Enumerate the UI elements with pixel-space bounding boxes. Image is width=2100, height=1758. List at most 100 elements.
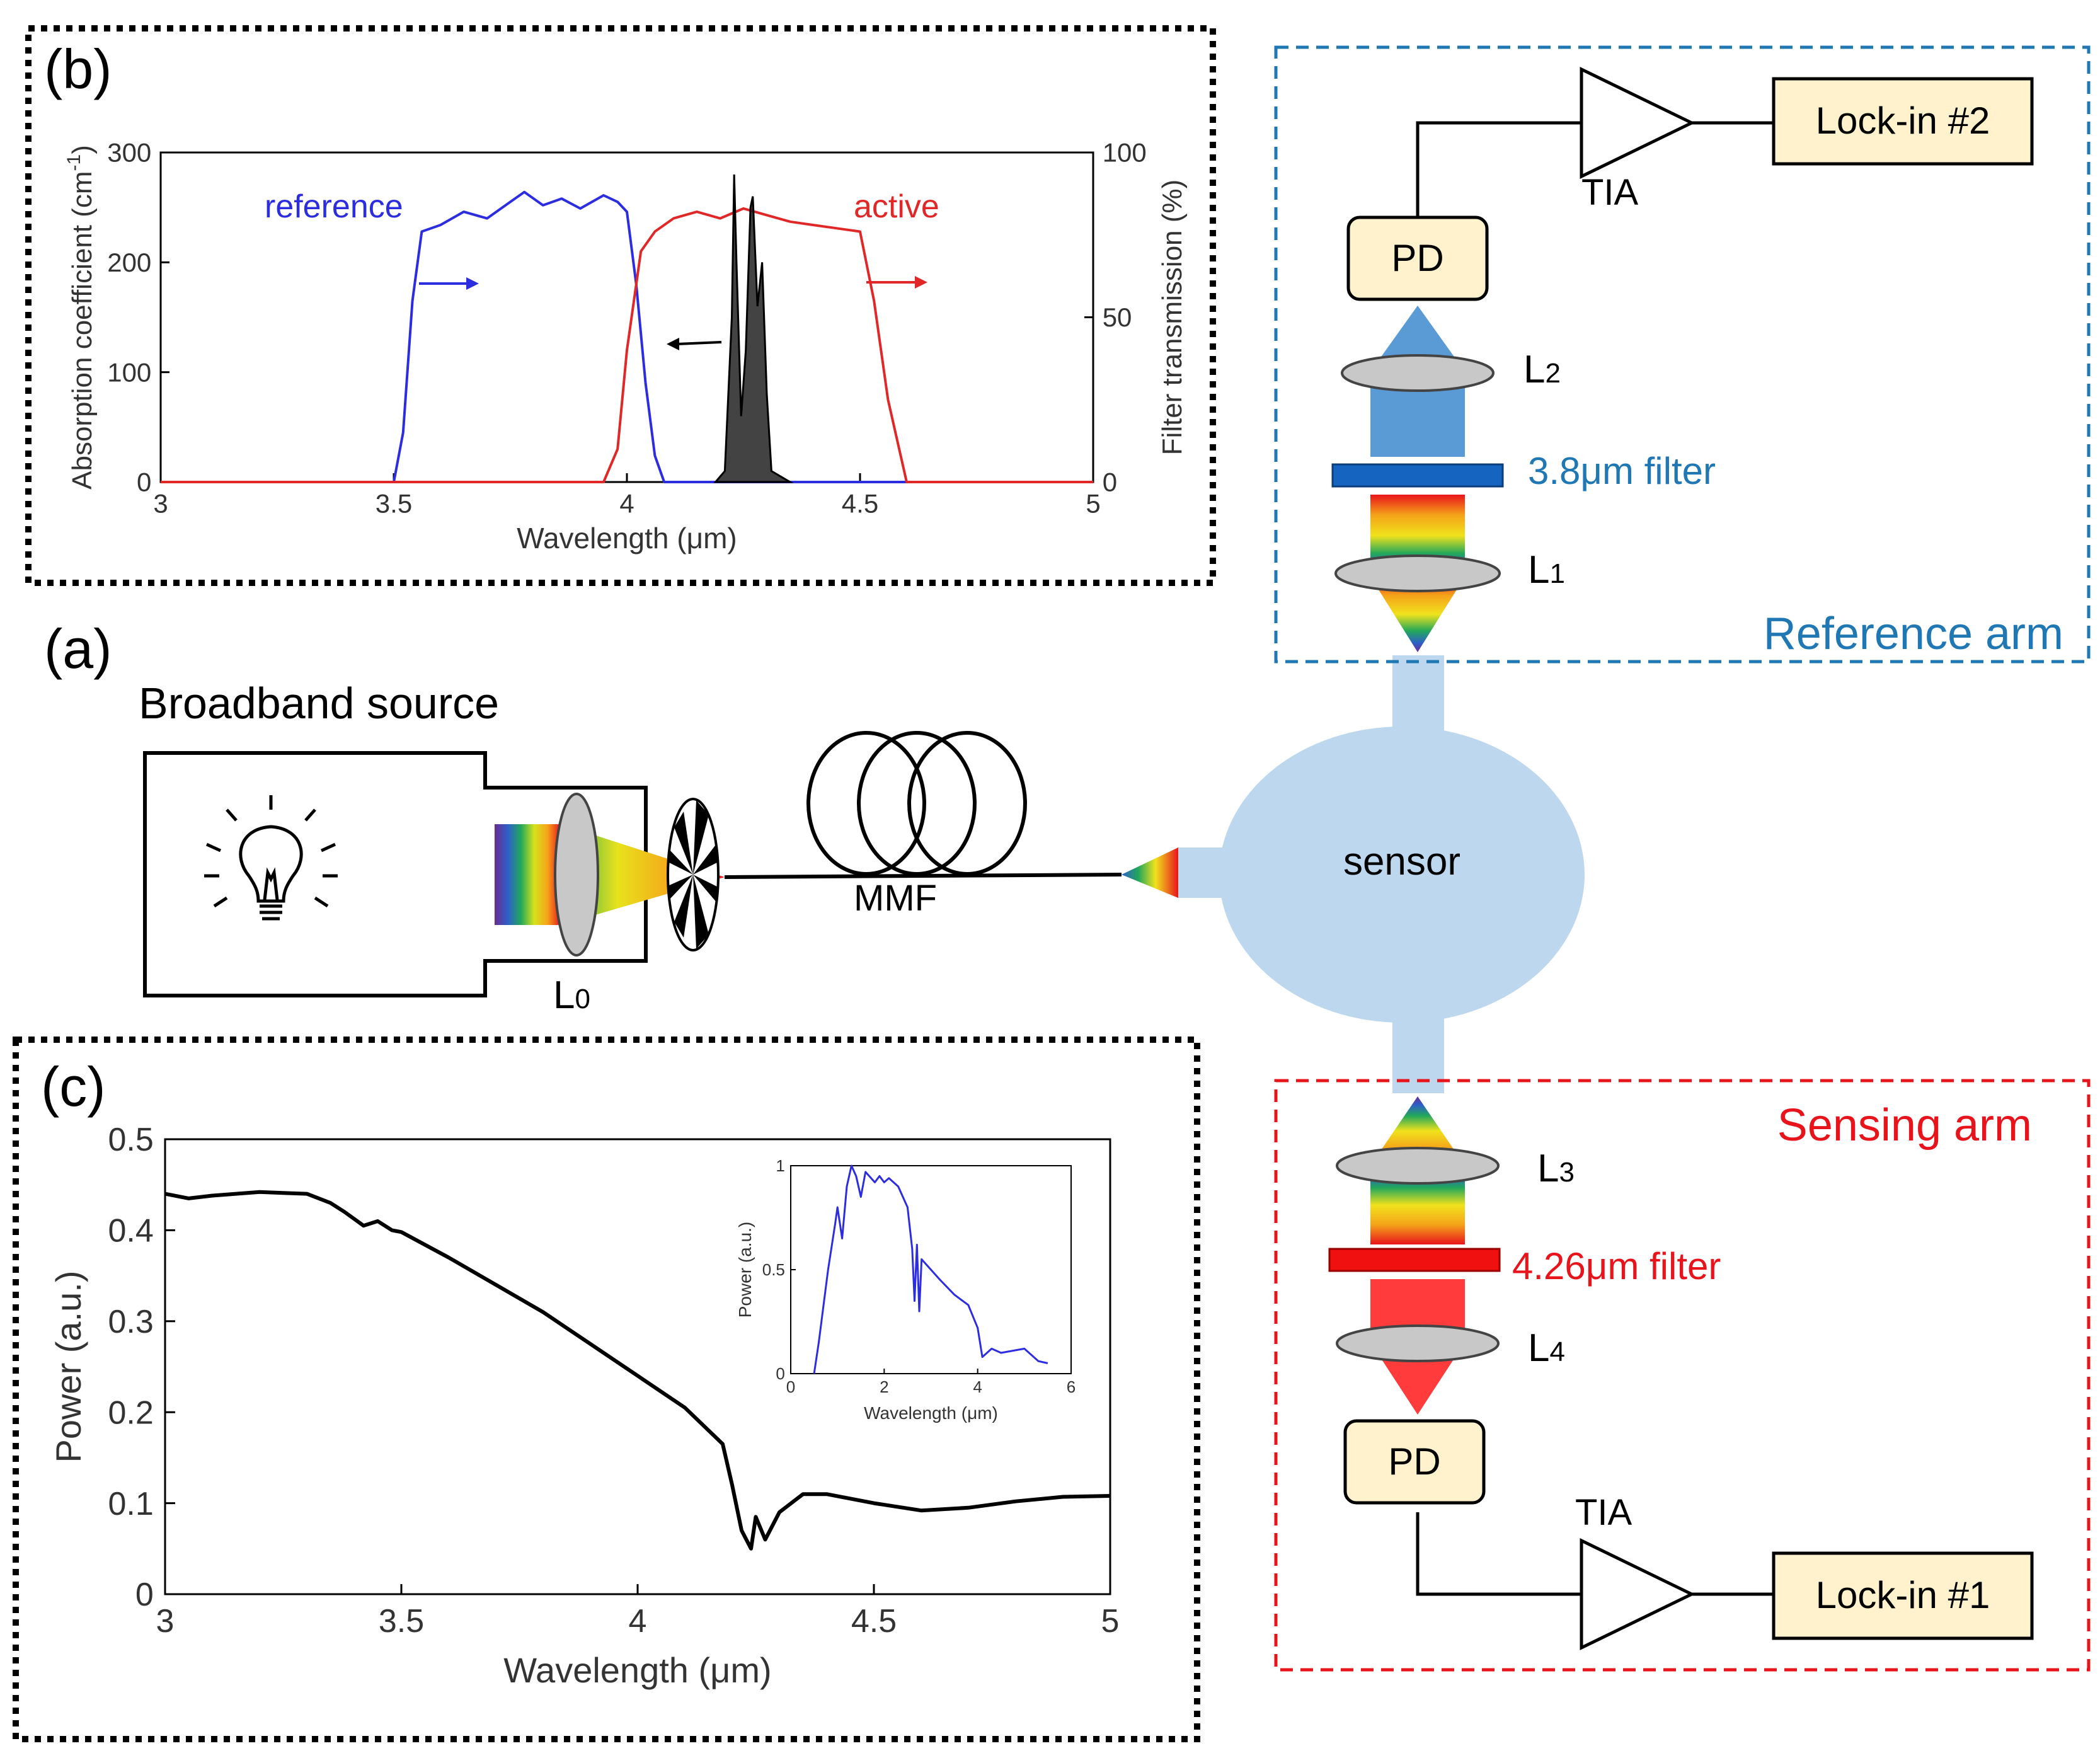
sense-filter-label: 4.26μm filter	[1512, 1245, 1721, 1287]
chart-c-ytick-label: 0.5	[108, 1122, 154, 1158]
chart-c-xlabel: Wavelength (μm)	[503, 1650, 771, 1690]
inset-ytick-label: 0	[776, 1364, 784, 1383]
chart-c-ytick-label: 0.4	[108, 1213, 154, 1250]
panel-b-label: (b)	[44, 38, 112, 100]
chopper-wheel-icon	[667, 798, 720, 951]
chart-b-series-absorption	[713, 174, 794, 483]
inset-xtick-label: 2	[880, 1377, 888, 1396]
chart-c-xtick-label: 3.5	[379, 1603, 424, 1640]
multimode-fiber	[724, 731, 1122, 879]
sensor-label: sensor	[1343, 840, 1460, 883]
fiber-label: MMF	[854, 878, 937, 919]
chart-c-ylabel: Power (a.u.)	[49, 1271, 88, 1463]
sensor-body	[1219, 727, 1585, 1023]
broadband-source-title: Broadband source	[139, 679, 499, 728]
chart-b-ytick-label: 300	[107, 138, 151, 168]
lens-l1	[1334, 554, 1501, 592]
tia-sense-amplifier	[1580, 1538, 1695, 1650]
lens-l2-label: L2	[1523, 348, 1561, 391]
source-housing	[143, 751, 648, 997]
source-beam	[495, 824, 561, 925]
lockin-2-box	[1772, 77, 2034, 166]
chart-b-annotation-active: active	[854, 188, 939, 225]
chart-c-xtick-label: 4.5	[851, 1603, 897, 1640]
chart-c-ytick-label: 0.3	[108, 1304, 154, 1340]
inset-ytick-label: 0.5	[762, 1260, 785, 1279]
chart-c-series-spectrum	[164, 1190, 1111, 1551]
chart-c-xtick-label: 3	[156, 1603, 175, 1640]
chart-b-ylabel-right: Filter transmission (%)	[1157, 180, 1188, 456]
inset-xtick-label: 4	[973, 1377, 982, 1396]
chart-c-xtick-label: 5	[1101, 1603, 1120, 1640]
lens-l2	[1341, 354, 1495, 392]
chart-b-series-active	[161, 207, 1093, 483]
chart-b-ytick-label: 200	[107, 248, 151, 277]
tia-ref-label: TIA	[1581, 172, 1639, 213]
tia-sense-label: TIA	[1575, 1492, 1632, 1533]
chart-b-xlabel: Wavelength (μm)	[517, 522, 737, 554]
chart-b-rtick-label: 0	[1103, 468, 1117, 497]
chart-c-ytick-label: 0.2	[108, 1394, 154, 1431]
chart-b-xtick-label: 3.5	[376, 488, 412, 518]
lens-l4	[1336, 1324, 1500, 1362]
ref-beam-cone-bottom	[1370, 577, 1465, 652]
chart-b-rtick-label: 100	[1103, 138, 1147, 168]
panel-c-label: (c)	[41, 1055, 106, 1118]
inset-xtick-label: 6	[1067, 1377, 1076, 1396]
chart-b-arrowhead-reference	[466, 277, 479, 290]
fiber-output-tip	[1122, 847, 1178, 898]
lens-l1-label: L1	[1528, 548, 1565, 592]
lens-l0-label: L0	[553, 974, 590, 1017]
lightbulb-icon	[204, 795, 338, 921]
ref-signal-wire	[1416, 121, 1581, 217]
sensing-arm-frame	[1274, 1079, 2091, 1672]
reference-arm-frame	[1274, 45, 2091, 664]
chart-b-ytick-label: 100	[107, 357, 151, 387]
focus-cone	[561, 824, 725, 925]
chart-b-annotation-reference: reference	[265, 188, 403, 225]
chart-b-rtick-label: 50	[1103, 302, 1132, 332]
chart-c-xtick-label: 4	[629, 1603, 647, 1640]
inset-ylabel: Power (a.u.)	[735, 1222, 755, 1318]
chart-b-arrowhead-active	[915, 276, 927, 289]
panel-c-frame	[13, 1037, 1200, 1742]
lens-l4-label: L4	[1528, 1326, 1565, 1370]
chart-c-plot-frame	[164, 1138, 1111, 1595]
ref-filter-3-8um	[1331, 463, 1504, 488]
lens-l0	[554, 793, 599, 957]
lens-l3	[1336, 1147, 1500, 1185]
panel-a-label: (a)	[44, 618, 112, 680]
chart-c-ytick-label: 0	[135, 1577, 154, 1613]
pd-sense-box	[1343, 1419, 1486, 1505]
ref-filter-label: 3.8μm filter	[1528, 450, 1716, 492]
inset-ytick-label: 1	[776, 1156, 784, 1175]
chart-b-arrow-absorption	[677, 341, 722, 345]
lockin-1-label: Lock-in #1	[1816, 1574, 1990, 1616]
sensing-arm-title: Sensing arm	[1777, 1100, 2032, 1151]
inset-xlabel: Wavelength (μm)	[864, 1403, 998, 1423]
lockin-1-box	[1772, 1551, 2034, 1640]
chart-b-series-reference	[161, 190, 1093, 483]
reference-arm-title: Reference arm	[1764, 609, 2063, 659]
chart-b-arrowhead-absorption	[667, 338, 679, 350]
chart-b-xtick-label: 3	[153, 488, 168, 518]
chart-b-xtick-label: 5	[1086, 488, 1100, 518]
lens-l3-label: L3	[1537, 1147, 1575, 1190]
chart-b-xtick-label: 4.5	[842, 488, 878, 518]
lockin-2-label: Lock-in #2	[1816, 100, 1990, 142]
sense-signal-wire	[1416, 1512, 1581, 1596]
chart-b-ytick-label: 0	[137, 468, 151, 497]
chart-b-ylabel-left: Absorption coefficient (cm-1)	[64, 145, 98, 490]
pd-sense-label: PD	[1388, 1440, 1440, 1483]
pd-ref-box	[1346, 215, 1489, 301]
chart-c-ytick-label: 0.1	[108, 1486, 154, 1522]
inset-series	[813, 1164, 1048, 1374]
panel-b-frame	[25, 25, 1216, 586]
chart-b-xtick-label: 4	[619, 488, 634, 518]
inset-xtick-label: 0	[786, 1377, 795, 1396]
tia-ref-amplifier	[1580, 67, 1695, 179]
